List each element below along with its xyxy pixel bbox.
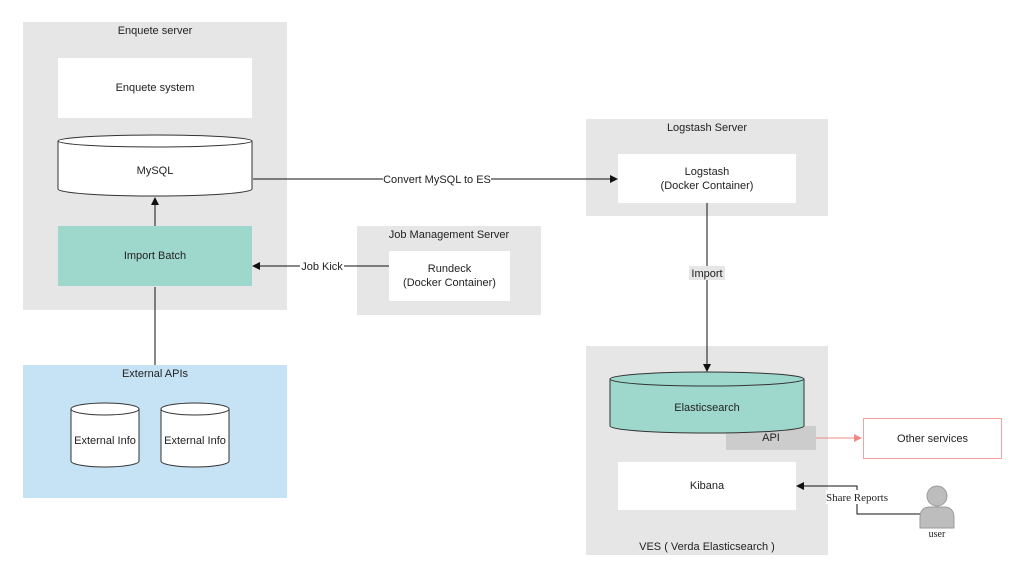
user-label: user (929, 529, 946, 540)
group-title-enquete-server: Enquete server (117, 25, 193, 37)
rundeck-box: Rundeck (Docker Container) (389, 251, 510, 301)
group-external-apis: External APIs (23, 365, 287, 498)
group-title-logstash-server: Logstash Server (666, 122, 748, 134)
edge-job-kick-label: Job Kick (301, 261, 343, 273)
external-info-1-label: External Info (74, 435, 136, 447)
kibana-box: Kibana (618, 462, 796, 510)
group-title-ves: VES ( Verda Elasticsearch ) (639, 541, 775, 553)
elasticsearch-label: Elasticsearch (674, 402, 739, 414)
external-info-2-cylinder: External Info (160, 402, 230, 468)
edge-job-kick-label-bg (300, 259, 344, 273)
edge-convert-label: Convert MySQL to ES (383, 174, 491, 186)
import-batch-box: Import Batch (58, 226, 252, 286)
edge-convert-label-bg (383, 172, 491, 186)
external-info-2-label: External Info (164, 435, 226, 447)
user-icon: user (919, 485, 955, 540)
edge-share-reports-label: Share Reports (826, 492, 888, 504)
edge-share-reports-label-bg (826, 490, 888, 504)
enquete-system-box: Enquete system (58, 58, 252, 118)
external-info-1-cylinder: External Info (70, 402, 140, 468)
edge-import-label: Import (691, 268, 722, 280)
logstash-box: Logstash (Docker Container) (618, 154, 796, 203)
group-title-external-apis: External APIs (121, 368, 189, 380)
other-services-box: Other services (863, 418, 1002, 459)
mysql-label: MySQL (137, 165, 174, 177)
elasticsearch-cylinder: Elasticsearch (609, 371, 805, 434)
mysql-cylinder: MySQL (57, 134, 253, 197)
group-title-job-management-server: Job Management Server (388, 229, 510, 241)
edge-import-label-bg (689, 266, 725, 280)
